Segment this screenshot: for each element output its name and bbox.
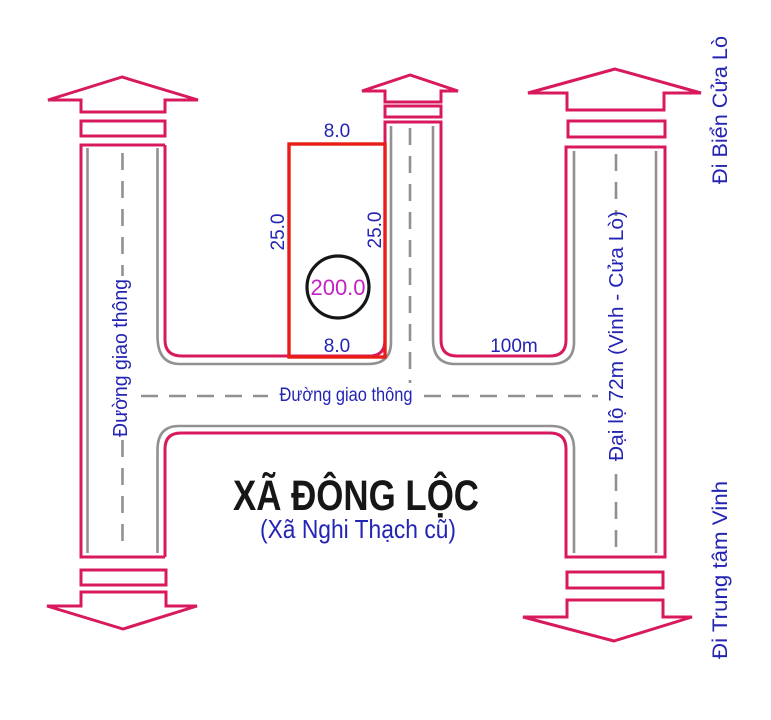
- top-right-bar: [566, 119, 667, 139]
- left-road-name-label: Đường giao thông: [110, 279, 132, 437]
- plot-labels: 8.0 25.0 25.0 200.0 8.0 100m: [268, 121, 538, 357]
- page-title: XÃ ĐÔNG LỘC: [233, 471, 479, 520]
- road-inner-lines: [86, 126, 658, 553]
- left-road-inner-right-and-upper-cross: [156, 126, 393, 366]
- arrow-bars: [79, 104, 667, 590]
- plot-boundary: [287, 142, 387, 359]
- plot-area-label: 200.0: [310, 275, 365, 300]
- bottom-right-bar: [565, 570, 665, 590]
- avenue-name-label: Đại lộ 72m (Vinh - Cửa Lò): [606, 211, 628, 461]
- plot-left-depth-label: 25.0: [268, 214, 289, 251]
- title-block: XÃ ĐÔNG LỘC (Xã Nghi Thạch cũ): [233, 471, 479, 544]
- plot-right-depth-label: 25.0: [365, 212, 386, 249]
- direction-vinh-label: Đi Trung tâm Vinh: [709, 481, 732, 659]
- top-center-bar: [383, 104, 443, 119]
- down-arrow-right-icon: [522, 598, 693, 643]
- left-road-outline: [79, 143, 165, 559]
- up-arrow-right-icon: [527, 67, 702, 112]
- road-center-dashes: [121, 128, 618, 549]
- page-subtitle: (Xã Nghi Thạch cũ): [260, 514, 456, 544]
- direction-arrows: [46, 67, 702, 643]
- direction-beach-label: Đi Biển Cửa Lò: [709, 36, 732, 184]
- plot-area-circle: [305, 254, 371, 320]
- plot-bottom-width-label: 8.0: [324, 336, 350, 357]
- up-arrow-left-icon: [47, 75, 199, 114]
- top-left-bar: [79, 119, 167, 138]
- bottom-left-bar: [79, 568, 168, 587]
- frontage-distance-label: 100m: [490, 336, 538, 357]
- road-labels: Đường giao thông Đường giao thông Đại lộ…: [110, 36, 732, 659]
- cross-road-name-label: Đường giao thông: [280, 385, 413, 406]
- plot-top-width-label: 8.0: [324, 121, 350, 142]
- down-arrow-left-icon: [46, 590, 198, 631]
- center-road-inner-and-frontage: [431, 126, 576, 366]
- cross-road-inner-bottom: [156, 424, 576, 553]
- up-arrow-center-icon: [361, 73, 459, 104]
